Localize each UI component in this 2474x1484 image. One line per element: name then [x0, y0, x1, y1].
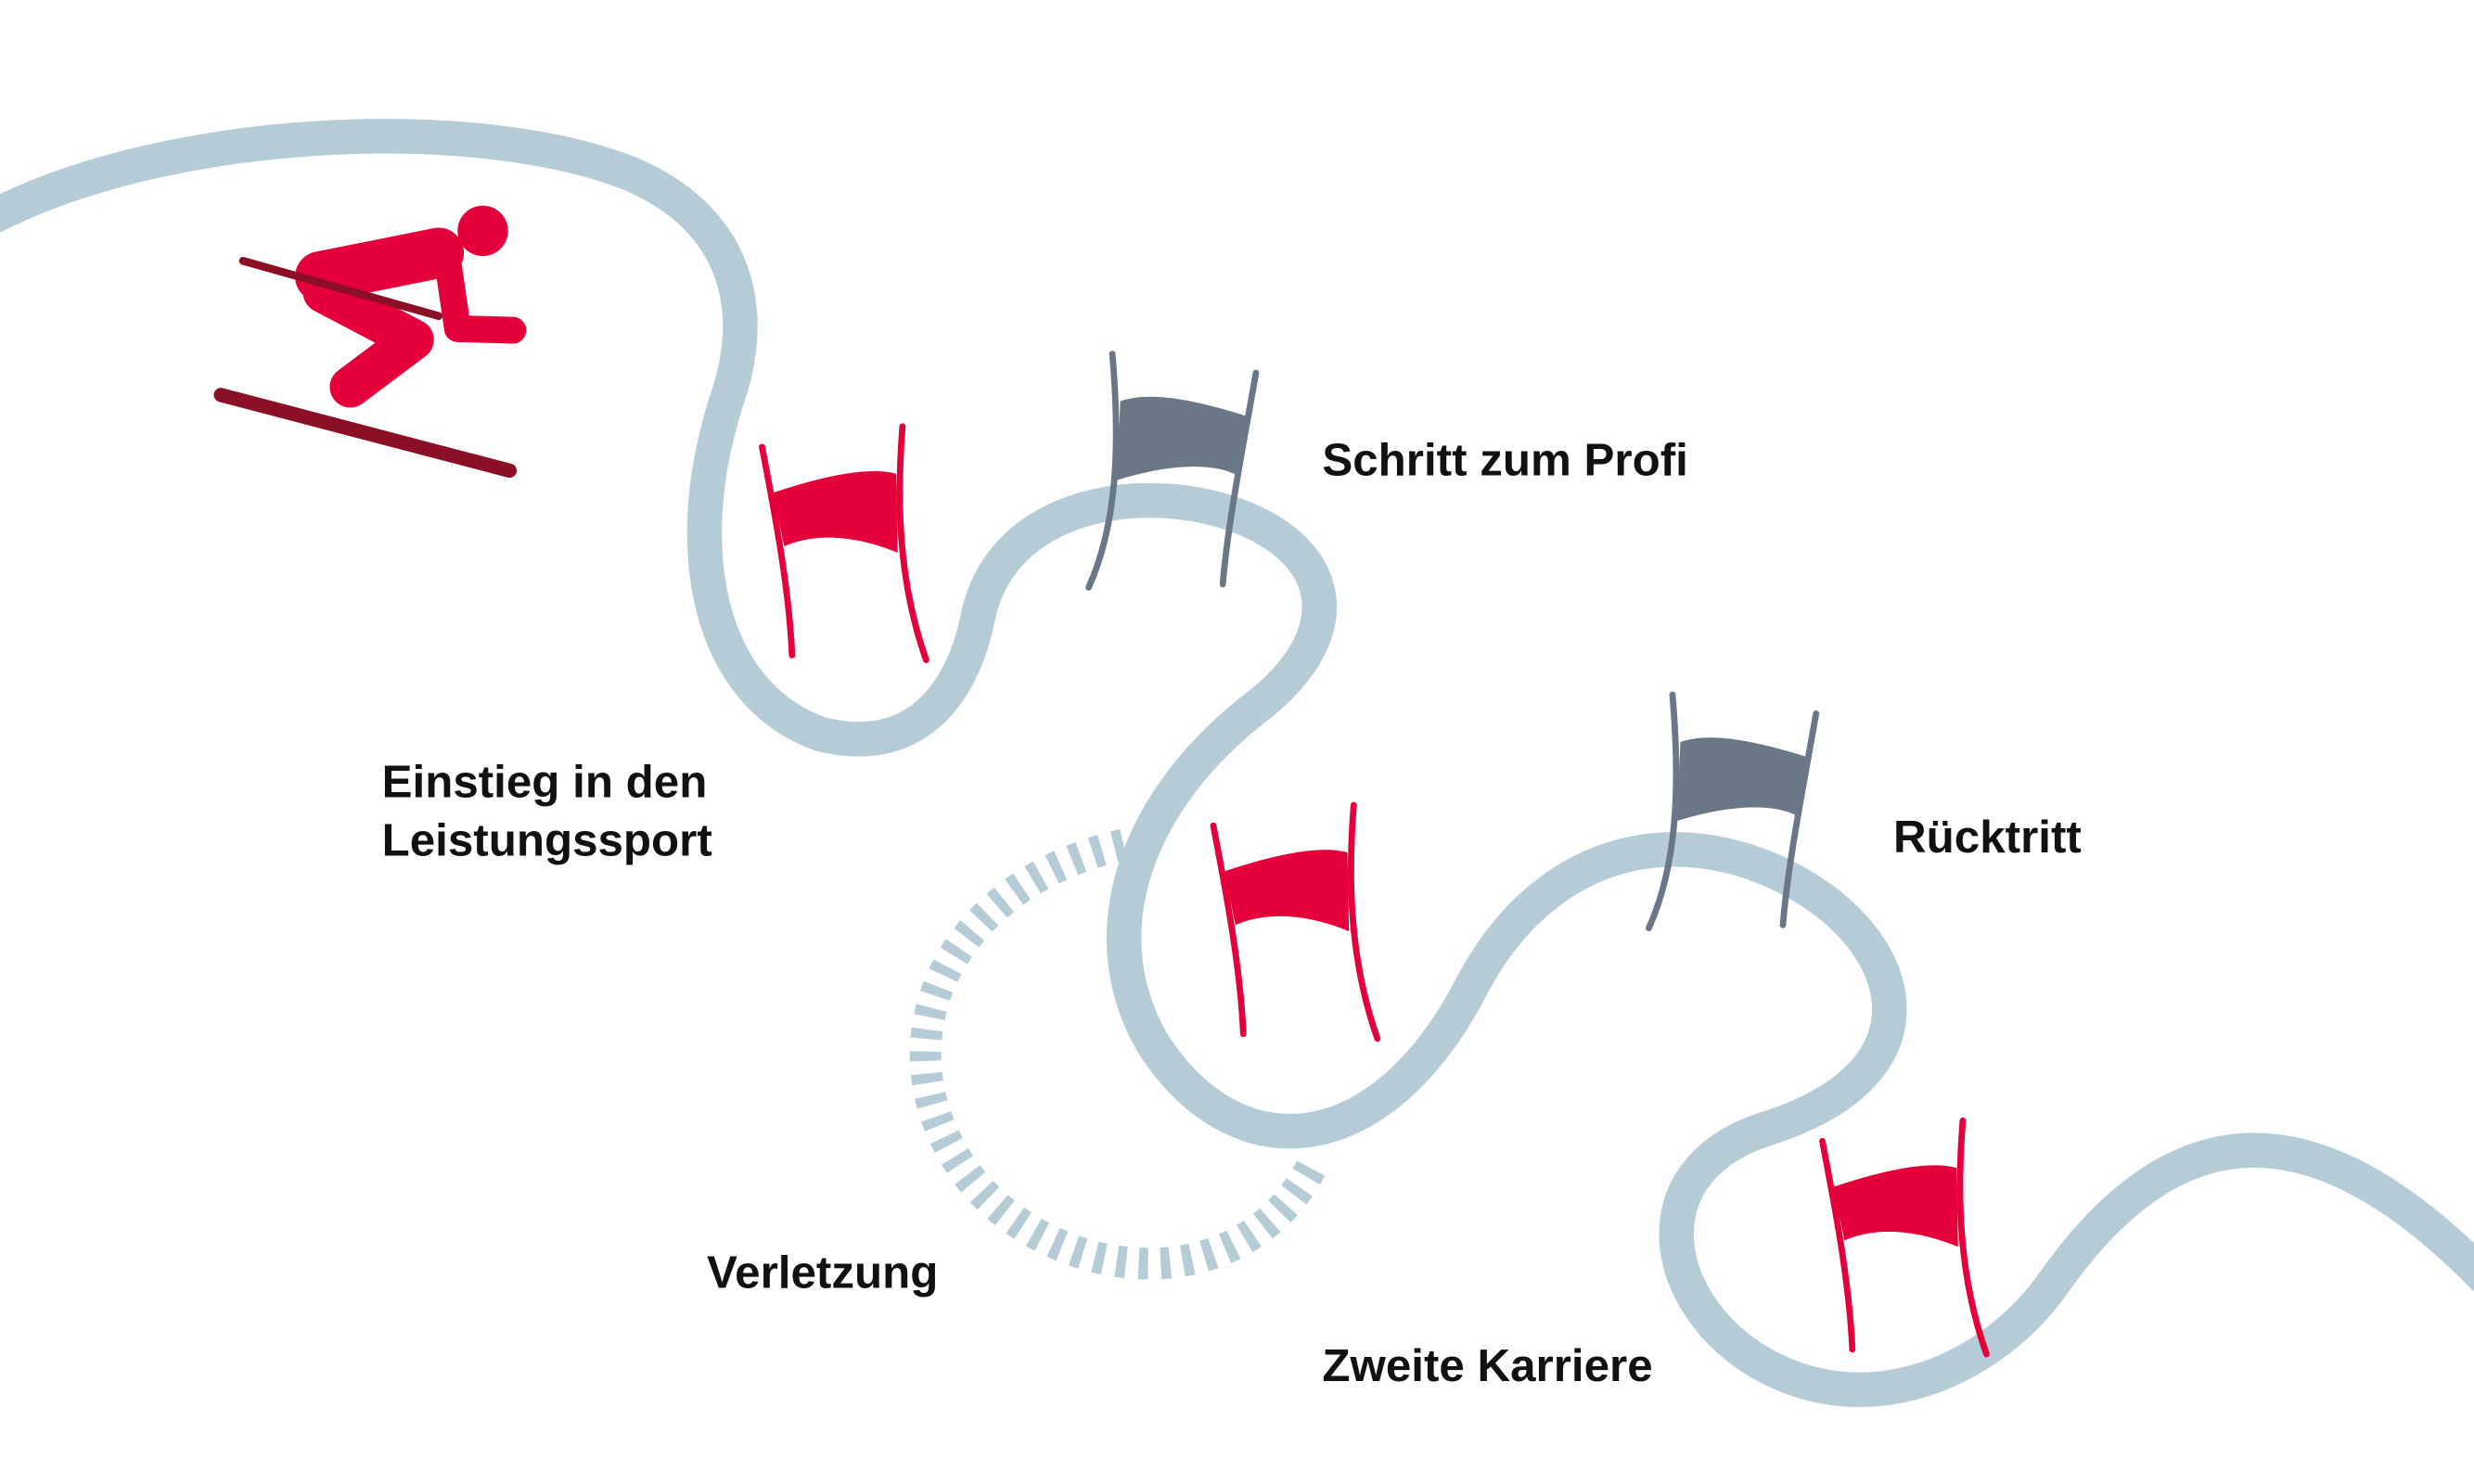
- label-injury: Verletzung: [707, 1247, 938, 1298]
- gray-gate-flag-icon: [1089, 354, 1256, 588]
- skier-icon: [213, 205, 527, 479]
- injury-detour-dashed-track: [909, 828, 1327, 1280]
- red-gate-flag-icon: [1213, 805, 1378, 1039]
- label-entry-line1: Einstieg in den: [382, 757, 708, 808]
- label-pro: Schritt zum Profi: [1322, 435, 1688, 486]
- label-retirement: Rücktritt: [1893, 812, 2082, 863]
- red-gate-flag-icon: [763, 427, 927, 660]
- red-gate-flag-icon: [1823, 1120, 1987, 1354]
- label-entry-line2: Leistungssport: [382, 814, 712, 865]
- label-second-career: Zweite Karriere: [1322, 1340, 1652, 1391]
- ski-track: [0, 119, 2474, 1408]
